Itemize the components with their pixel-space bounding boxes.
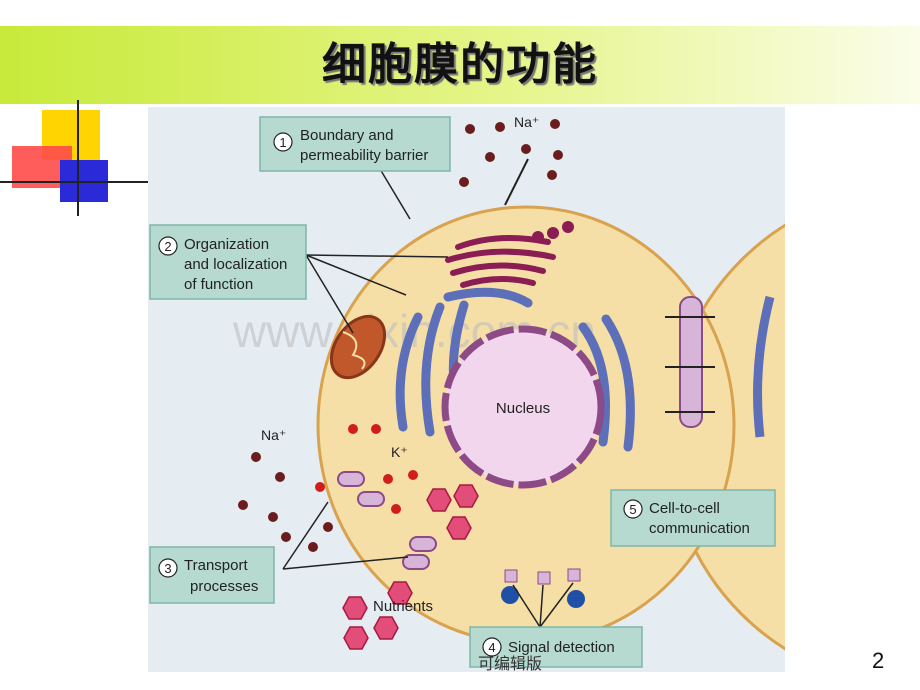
pointer-lines bbox=[282, 168, 574, 628]
label4-number: 4 bbox=[488, 640, 495, 655]
na-top-label: Na⁺ bbox=[514, 114, 539, 130]
label2-line3: of function bbox=[184, 276, 253, 293]
nucleus bbox=[441, 325, 605, 489]
transport-ions bbox=[238, 424, 418, 552]
golgi-vesicle bbox=[562, 221, 574, 233]
label2-line1: Organization bbox=[184, 236, 269, 253]
signal-receptors bbox=[501, 568, 585, 608]
label2-line2: and localization bbox=[184, 256, 287, 273]
transporter-proteins bbox=[337, 471, 437, 570]
title-banner bbox=[0, 26, 920, 104]
na-left-label: Na⁺ bbox=[261, 427, 286, 443]
nutrients-label: Nutrients bbox=[373, 598, 433, 615]
k-ion-label: K⁺ bbox=[391, 444, 408, 460]
slide-title: 细胞膜的功能 bbox=[322, 39, 598, 90]
label2-number: 2 bbox=[164, 239, 171, 254]
label-organization-localization: 2 Organization and localization of funct… bbox=[149, 224, 307, 300]
label4-text: Signal detection bbox=[508, 639, 615, 656]
label3-line2: processes bbox=[190, 578, 258, 595]
top-ions bbox=[459, 119, 563, 187]
nutrient-molecules bbox=[342, 484, 479, 650]
golgi-vesicle bbox=[547, 227, 559, 239]
label5-number: 5 bbox=[629, 502, 636, 517]
label1-line1: Boundary and bbox=[300, 127, 393, 144]
label1-line2: permeability barrier bbox=[300, 147, 428, 164]
page-number: 2 bbox=[872, 648, 885, 673]
label1-number: 1 bbox=[279, 135, 286, 150]
nucleus-label: Nucleus bbox=[496, 400, 550, 417]
footer-text: 可编辑版 bbox=[478, 654, 543, 673]
decorative-squares bbox=[0, 100, 160, 216]
junction-channel bbox=[665, 296, 715, 428]
label5-line1: Cell-to-cell bbox=[649, 500, 720, 517]
label-cell-to-cell: 5 Cell-to-cell communication bbox=[610, 489, 776, 547]
label-transport-processes: 3 Transport processes bbox=[149, 546, 275, 604]
export-arrow bbox=[504, 158, 529, 206]
golgi-vesicle bbox=[532, 231, 544, 243]
neighbor-er bbox=[753, 295, 775, 438]
label3-number: 3 bbox=[164, 561, 171, 576]
label-boundary-barrier: 1 Boundary and permeability barrier bbox=[259, 116, 451, 172]
label3-line1: Transport bbox=[184, 557, 248, 574]
cell-membrane-diagram: www.zixin.com.cn Nucleus bbox=[148, 107, 785, 672]
label-signal-detection: 4 Signal detection bbox=[469, 626, 643, 668]
mitochondrion bbox=[329, 314, 387, 380]
label5-line2: communication bbox=[649, 520, 750, 537]
